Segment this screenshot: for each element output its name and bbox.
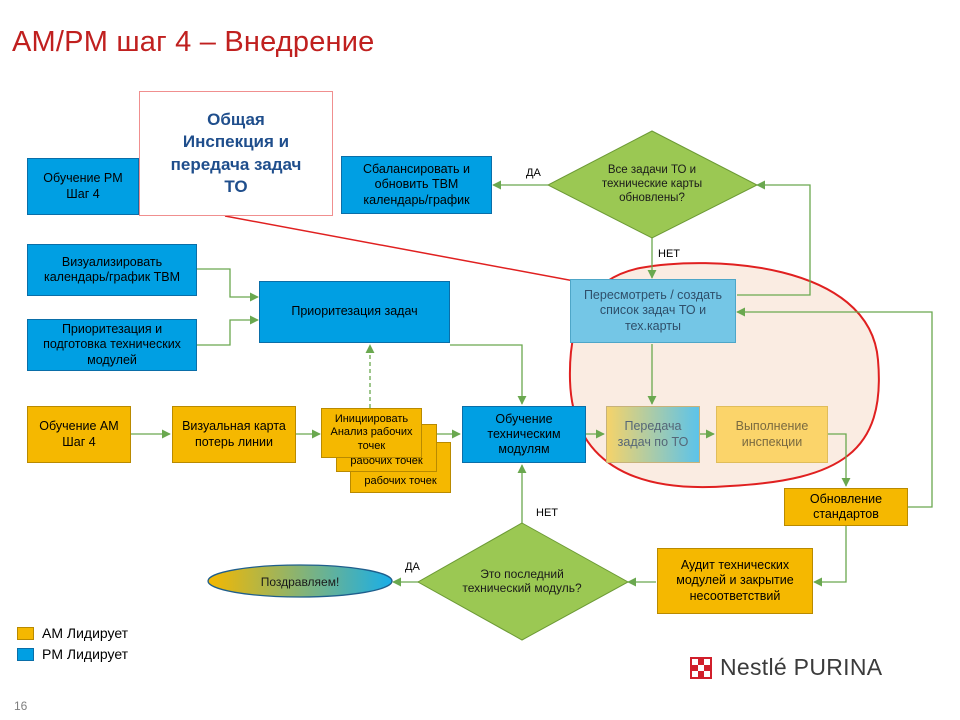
legend-pm-label: PM Лидирует — [42, 646, 129, 662]
decision-last-module-text: Это последний технический модуль? — [462, 566, 582, 595]
legend-pm-swatch — [17, 647, 34, 661]
legend-pm: PM Лидирует — [17, 646, 128, 662]
edge-review-to-question — [737, 180, 811, 296]
decision-all-tasks-updated — [546, 130, 759, 239]
note-line-1: Общая — [207, 109, 265, 129]
edge-label-yes-top: ДА — [526, 167, 541, 179]
note-line-3: передача задач — [170, 154, 302, 174]
slide-title: AM/PM шаг 4 – Внедрение — [12, 26, 375, 58]
legend-am: AM Лидирует — [17, 625, 128, 641]
congrats-text: Поздравляем! — [260, 574, 340, 589]
note-line-2: Инспекция и — [182, 132, 290, 152]
edge-label-yes-bottom: ДА — [405, 561, 420, 573]
page-number: 16 — [14, 699, 28, 713]
legend-am-label: AM Лидирует — [42, 625, 129, 641]
node-training-modules: Обучение техническим модулям — [462, 406, 586, 463]
edge-update-to-audit — [813, 526, 847, 587]
node-update-standards: Обновление стандартов — [784, 488, 908, 526]
decision-last-module — [416, 522, 630, 641]
edge-label-no-bottom: НЕТ — [536, 507, 558, 519]
edge-label-no-top: НЕТ — [658, 248, 680, 260]
node-am-step4: Обучение AM Шаг 4 — [27, 406, 131, 463]
brand-logo: Nestlé PURINA — [690, 654, 882, 681]
node-initiate: Инициировать Анализ рабочих точек — [321, 408, 422, 458]
note-line-4: ТО — [224, 176, 248, 196]
node-balance-tbm: Сбалансировать и обновить TBM календарь/… — [341, 156, 492, 214]
edge-update-to-review — [736, 307, 933, 508]
edge-inspection-to-update — [828, 433, 851, 487]
edge-visualize-to-priority — [197, 268, 259, 302]
brand-logo-text: Nestlé PURINA — [720, 654, 883, 680]
inspection-note-box: Общая Инспекция и передача задач ТО — [139, 91, 333, 216]
edge-priority-to-training — [450, 344, 527, 405]
node-visual-map: Визуальная карта потерь линии — [172, 406, 296, 463]
checker-logo-icon — [690, 656, 712, 679]
edge-modules-to-priority — [197, 315, 259, 346]
node-do-inspection: Выполнение инспекции — [716, 406, 828, 463]
decision-all-tasks-text: Все задачи ТО и технические карты обновл… — [601, 164, 703, 204]
node-visualize-calendar: Визуализировать календарь/график TBM — [27, 244, 197, 296]
congrats-ellipse — [207, 564, 393, 598]
node-prioritize-modules: Приоритезация и подготовка технических м… — [27, 319, 197, 371]
note-connector-line — [224, 215, 586, 284]
node-review-tasks: Пересмотреть / создать список задач ТО и… — [570, 279, 736, 343]
node-task-priority: Приоритезация задач — [259, 281, 450, 343]
node-transfer-tasks: Передача задач по ТО — [606, 406, 700, 463]
node-pm-step4: Обучение PM Шаг 4 — [27, 158, 139, 215]
legend-am-swatch — [17, 626, 34, 640]
node-audit: Аудит технических модулей и закрытие нес… — [657, 548, 813, 614]
